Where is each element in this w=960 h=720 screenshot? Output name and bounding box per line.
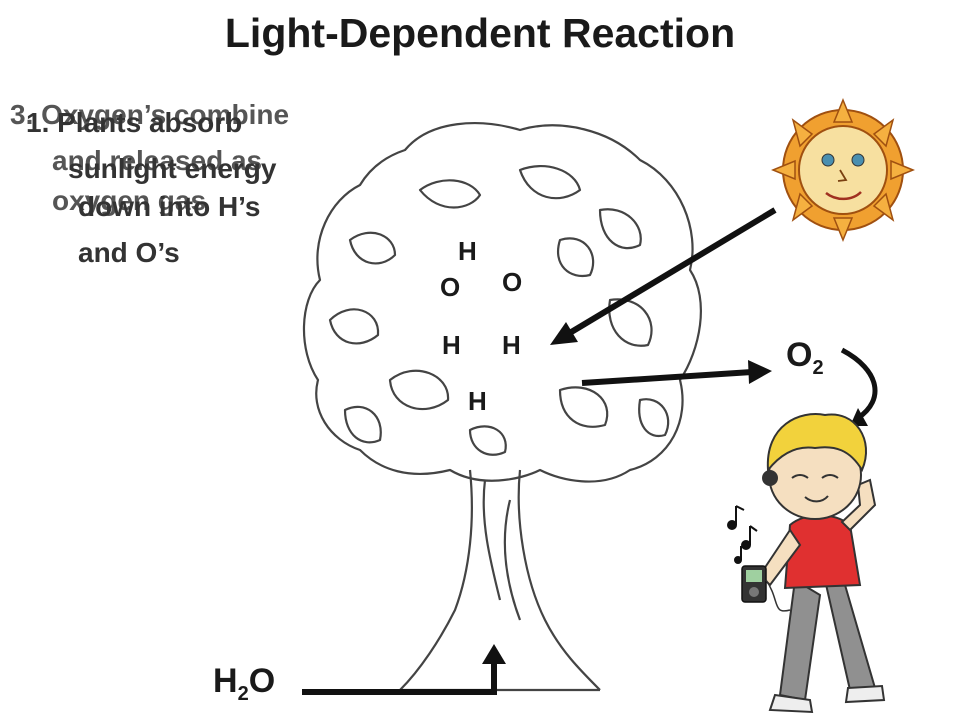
page-title: Light-Dependent Reaction (224, 10, 736, 56)
hydrogen-atom-1: H (458, 236, 477, 266)
music-notes-icon (727, 505, 758, 564)
person-icon (758, 413, 886, 714)
sun-icon (771, 98, 915, 242)
water-molecule-label: H2O (213, 662, 276, 705)
sunlight-arrow (550, 207, 777, 345)
water-arrow (302, 644, 506, 695)
oxygen-atom-1: O (440, 272, 461, 302)
music-player-icon (741, 565, 791, 612)
oxygen-atom-2: O (502, 267, 523, 297)
hydrogen-atom-4: H (468, 386, 487, 416)
oxygen-molecule-label: O2 (786, 336, 824, 379)
step-2b-text: down into H’s and O’s (78, 191, 261, 268)
oxygen-arrow (581, 360, 772, 386)
step-3-text: 3. Oxygen’s combine and released as oxyg… (10, 99, 290, 216)
step-2-text: 1. Plants absorb sunlight energy (26, 107, 277, 184)
tree-icon (302, 122, 702, 692)
hydrogen-atom-2: H (442, 330, 461, 360)
hydrogen-atom-3: H (502, 330, 521, 360)
breath-arrow (840, 347, 878, 426)
